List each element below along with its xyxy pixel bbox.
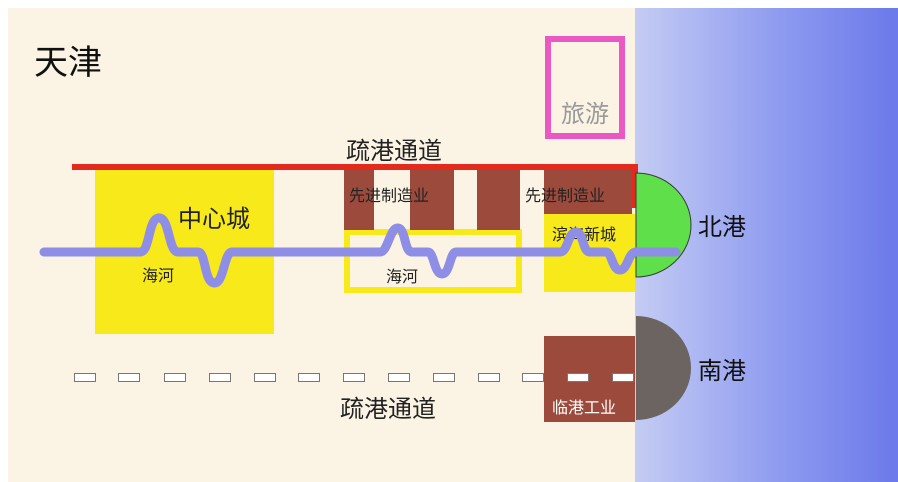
channel-dash <box>522 373 544 382</box>
map-title: 天津 <box>34 43 102 83</box>
central-city-label: 中心城 <box>178 205 250 233</box>
south-port-shape <box>636 316 691 420</box>
manufacturing-block <box>544 170 632 214</box>
north-port-label: 北港 <box>698 213 746 241</box>
channel-dash <box>567 373 589 382</box>
channel-bottom-label: 疏港通道 <box>340 395 436 423</box>
channel-top-label: 疏港通道 <box>346 137 442 165</box>
channel-dash <box>298 373 320 382</box>
channel-dash <box>118 373 140 382</box>
river-label-west: 海河 <box>142 266 175 285</box>
lingang-label: 临港工业 <box>552 398 617 417</box>
tourism-label: 旅游 <box>561 100 609 128</box>
channel-dash <box>478 373 500 382</box>
haihe-river <box>39 213 681 288</box>
red-channel-line <box>72 164 638 170</box>
channel-dash <box>164 373 186 382</box>
south-port-label: 南港 <box>698 357 746 385</box>
middle-zone-frame <box>344 229 522 293</box>
channel-dash <box>254 373 276 382</box>
channel-dash <box>433 373 455 382</box>
channel-dash <box>209 373 231 382</box>
tourism-zone <box>545 36 625 139</box>
manufacturing-block <box>344 170 374 230</box>
manufacturing-block <box>410 170 454 230</box>
manufacturing-block <box>477 170 520 230</box>
red-channel-end <box>632 164 638 208</box>
channel-dash <box>388 373 410 382</box>
north-port-shape <box>635 172 692 278</box>
river-label-middle: 海河 <box>386 267 419 286</box>
manufacturing-label: 先进制造业 <box>349 186 430 205</box>
channel-dash <box>612 373 634 382</box>
manufacturing-label: 先进制造业 <box>525 186 606 205</box>
channel-dash <box>343 373 365 382</box>
channel-dash <box>74 373 96 382</box>
